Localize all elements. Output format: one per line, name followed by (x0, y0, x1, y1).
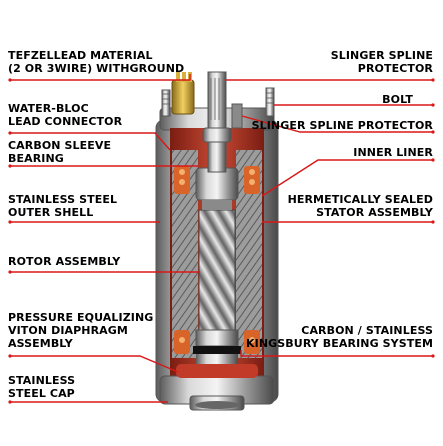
label-stainless-shell-line2: OUTER SHELL (8, 206, 94, 219)
label-tefzel-lead-line1: TEFZELLEAD MATERIAL (8, 49, 153, 62)
label-tefzel-lead: TEFZELLEAD MATERIAL (2 OR 3WIRE) WITHGRO… (8, 49, 184, 75)
label-tefzel-lead-line2: (2 OR 3WIRE) WITHGROUND (8, 62, 185, 75)
label-slinger-protector-2-line1: SLINGER SPLINE PROTECTOR (251, 119, 433, 132)
label-inner-liner: INNER LINER (353, 146, 433, 159)
label-stator-assembly-line1: HERMETICALLY SEALED (287, 193, 433, 206)
coil-ends (174, 166, 260, 354)
label-stator-assembly: HERMETICALLY SEALED STATOR ASSEMBLY (288, 193, 433, 219)
label-water-bloc-line1: WATER-BLOC (8, 102, 89, 115)
label-rotor-assembly: ROTOR ASSEMBLY (8, 255, 120, 268)
label-carbon-sleeve-line1: CARBON SLEEVE (8, 139, 112, 152)
label-diaphragm-line3: ASSEMBLY (8, 337, 73, 350)
label-slinger-protector-line2: PROTECTOR (357, 62, 433, 75)
motor-body (155, 71, 279, 411)
label-stainless-shell: STAINLESS STEEL OUTER SHELL (8, 193, 117, 219)
label-bolt-line1: BOLT (382, 93, 413, 106)
label-slinger-protector: SLINGER SPLINE PROTECTOR (331, 49, 433, 75)
label-carbon-sleeve: CARBON SLEEVE BEARING (8, 139, 111, 165)
label-water-bloc: WATER-BLOC LEAD CONNECTOR (8, 102, 122, 128)
label-slinger-protector-2: SLINGER SPLINE PROTECTOR (252, 119, 433, 132)
label-bolt: BOLT (382, 93, 413, 106)
label-slinger-protector-line1: SLINGER SPLINE (330, 49, 433, 62)
label-inner-liner-line1: INNER LINER (353, 146, 433, 159)
label-diaphragm-line2: VITON DIAPHRAGM (8, 324, 128, 337)
label-water-bloc-line2: LEAD CONNECTOR (8, 115, 123, 128)
label-stainless-cap: STAINLESS STEEL CAP (8, 374, 75, 400)
leader-lines (8, 74, 435, 404)
label-stainless-cap-line2: STEEL CAP (8, 387, 75, 400)
label-carbon-sleeve-line2: BEARING (8, 152, 64, 165)
label-diaphragm-line1: PRESSURE EQUALIZING (8, 311, 154, 324)
label-kingsbury-bearing-line2: KINGSBURY BEARING SYSTEM (246, 337, 433, 350)
label-kingsbury-bearing: CARBON / STAINLESS KINGSBURY BEARING SYS… (246, 324, 433, 350)
label-kingsbury-bearing-line1: CARBON / STAINLESS (301, 324, 433, 337)
label-stainless-shell-line1: STAINLESS STEEL (8, 193, 118, 206)
label-diaphragm: PRESSURE EQUALIZING VITON DIAPHRAGM ASSE… (8, 311, 153, 350)
label-rotor-assembly-line1: ROTOR ASSEMBLY (8, 255, 121, 268)
label-stainless-cap-line1: STAINLESS (8, 374, 76, 387)
label-stator-assembly-line2: STATOR ASSEMBLY (316, 206, 433, 219)
